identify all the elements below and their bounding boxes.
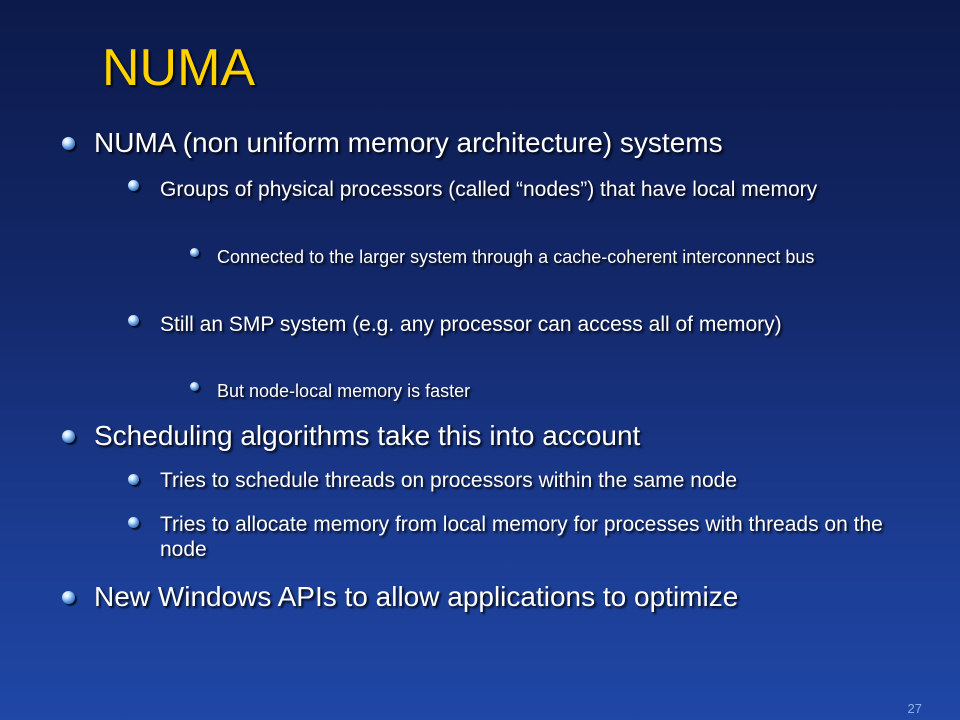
bullet-icon: [190, 382, 199, 391]
bullet-level2: Still an SMP system (e.g. any processor …: [160, 312, 860, 337]
bullet-level3: But node-local memory is faster: [217, 380, 857, 402]
bullet-level2: Groups of physical processors (called “n…: [160, 177, 900, 202]
bullet-text: But node-local memory is faster: [217, 381, 471, 401]
bullet-icon: [62, 591, 75, 604]
bullet-level1: New Windows APIs to allow applications t…: [94, 581, 934, 613]
bullet-text: Still an SMP system (e.g. any processor …: [160, 313, 782, 336]
bullet-text: Tries to allocate memory from local memo…: [160, 513, 883, 561]
bullet-text: Groups of physical processors (called “n…: [160, 178, 818, 201]
bullet-level2: Tries to allocate memory from local memo…: [160, 512, 920, 562]
bullet-icon: [62, 430, 75, 443]
bullet-text: Scheduling algorithms take this into acc…: [94, 420, 641, 451]
bullet-level1: Scheduling algorithms take this into acc…: [94, 420, 934, 452]
bullet-text: New Windows APIs to allow applications t…: [94, 581, 739, 612]
bullet-icon: [62, 137, 75, 150]
bullet-text: Tries to schedule threads on processors …: [160, 469, 738, 492]
bullet-level3: Connected to the larger system through a…: [217, 246, 857, 268]
bullet-icon: [128, 315, 139, 326]
bullet-level2: Tries to schedule threads on processors …: [160, 468, 940, 493]
page-number: 27: [907, 701, 922, 716]
slide-title: NUMA: [102, 39, 256, 97]
bullet-level1: NUMA (non uniform memory architecture) s…: [94, 127, 934, 159]
bullet-icon: [128, 517, 139, 528]
bullet-icon: [128, 474, 139, 485]
bullet-icon: [190, 248, 199, 257]
bullet-text: Connected to the larger system through a…: [217, 247, 815, 267]
bullet-icon: [128, 180, 139, 191]
bullet-text: NUMA (non uniform memory architecture) s…: [94, 127, 723, 158]
